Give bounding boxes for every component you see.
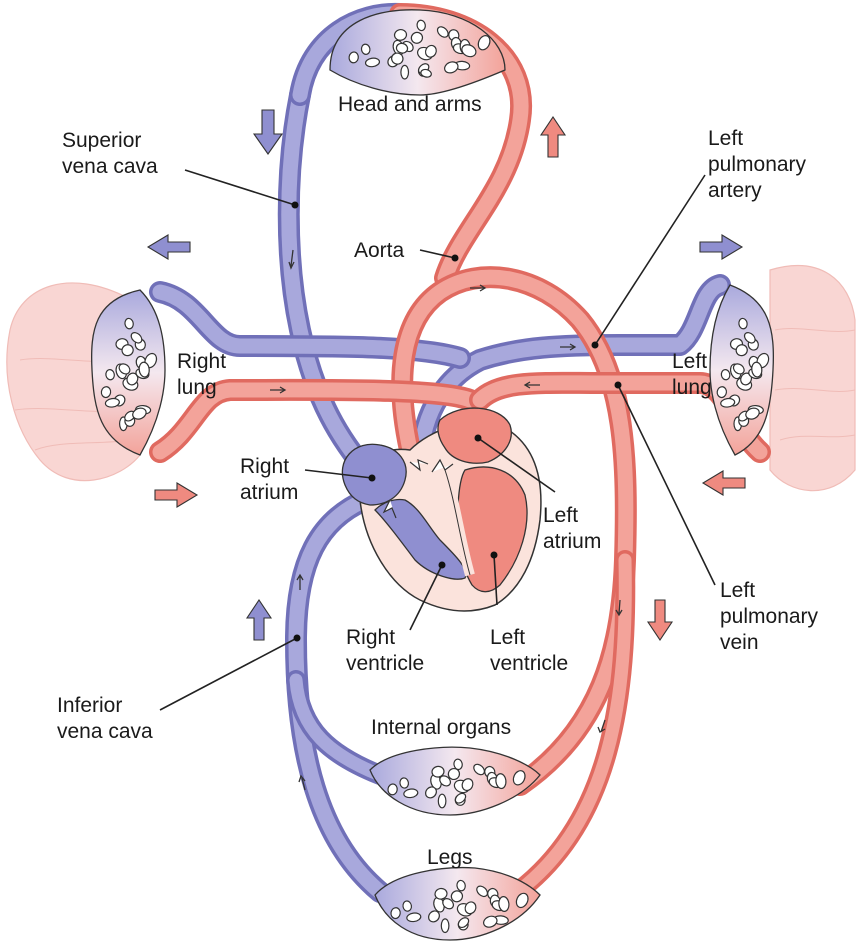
red-arrow-right-heart bbox=[155, 483, 197, 507]
label-head-and-arms: Head and arms bbox=[338, 92, 482, 118]
label-left-atrium: Left atrium bbox=[543, 503, 601, 555]
label-line: ventricle bbox=[346, 651, 424, 677]
red-arrow-left-heart bbox=[703, 471, 745, 495]
blue-arrow-down-head bbox=[254, 110, 282, 154]
capillary-cell bbox=[438, 794, 446, 808]
label-line: lung bbox=[177, 375, 226, 401]
label-left-pulmonary-vein: Left pulmonary vein bbox=[720, 578, 818, 656]
capillary-cell bbox=[441, 919, 449, 933]
label-left-pulmonary-artery: Left pulmonary artery bbox=[708, 126, 806, 204]
legs-capillary-bed bbox=[375, 868, 540, 940]
label-line: pulmonary bbox=[720, 604, 818, 630]
left-lung-capillary-bed bbox=[710, 285, 773, 455]
label-line: Right bbox=[177, 349, 226, 375]
blue-arrow-up-body bbox=[247, 600, 271, 640]
label-line: Left bbox=[490, 625, 568, 651]
blue-arrow-left-lung bbox=[148, 235, 190, 259]
label-superior-vena-cava: Superior vena cava bbox=[62, 128, 158, 180]
label-inferior-vena-cava: Inferior vena cava bbox=[57, 693, 153, 745]
label-aorta: Aorta bbox=[354, 238, 404, 264]
label-line: Superior bbox=[62, 128, 158, 154]
capillary-cell bbox=[401, 65, 409, 79]
red-arrow-up-head bbox=[541, 117, 565, 157]
label-line: pulmonary bbox=[708, 152, 806, 178]
label-line: atrium bbox=[240, 480, 298, 506]
label-right-lung: Right lung bbox=[177, 349, 226, 401]
label-line: vena cava bbox=[57, 719, 153, 745]
label-right-ventricle: Right ventricle bbox=[346, 625, 424, 677]
label-line: Left bbox=[708, 126, 806, 152]
inferior-vena-cava-vessel bbox=[296, 500, 380, 892]
label-line: ventricle bbox=[490, 651, 568, 677]
label-left-ventricle: Left ventricle bbox=[490, 625, 568, 677]
blue-arrow-right-lung bbox=[700, 235, 742, 259]
label-left-lung: Left lung bbox=[672, 349, 712, 401]
label-line: Left bbox=[543, 503, 601, 529]
internal-organs-capillary-bed bbox=[370, 747, 540, 815]
label-line: atrium bbox=[543, 529, 601, 555]
label-line: Left bbox=[672, 349, 712, 375]
label-line: Right bbox=[240, 454, 298, 480]
heart bbox=[342, 408, 541, 611]
label-internal-organs: Internal organs bbox=[371, 715, 511, 741]
label-line: vena cava bbox=[62, 154, 158, 180]
label-right-atrium: Right atrium bbox=[240, 454, 298, 506]
superior-vena-cava-vessel bbox=[289, 95, 370, 475]
label-line: Right bbox=[346, 625, 424, 651]
label-line: vein bbox=[720, 630, 818, 656]
label-line: Left bbox=[720, 578, 818, 604]
left-lung-tissue bbox=[770, 266, 855, 491]
label-line: lung bbox=[672, 375, 712, 401]
label-line: Inferior bbox=[57, 693, 153, 719]
label-legs: Legs bbox=[427, 845, 473, 871]
red-arrow-down-body bbox=[648, 600, 672, 640]
label-line: artery bbox=[708, 178, 806, 204]
